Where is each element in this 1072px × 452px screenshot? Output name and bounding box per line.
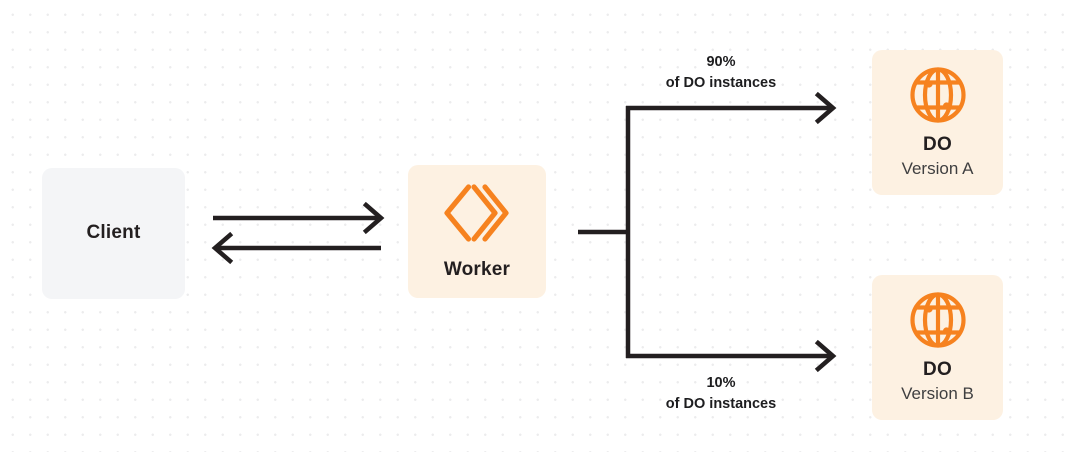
arrow-client-to-worker <box>213 201 385 235</box>
edge-label-do-b-percent: 10% <box>706 375 736 391</box>
branch-trunk <box>578 106 631 358</box>
cloudflare-workers-icon <box>443 182 511 244</box>
arrow-worker-to-client <box>211 231 381 265</box>
edge-label-do-a-percent: 90% <box>706 54 736 70</box>
arrow-worker-to-do-a <box>626 91 837 125</box>
edge-label-do-a-text: of DO instances <box>665 75 777 92</box>
node-client[interactable]: Client <box>42 168 185 299</box>
node-worker-label: Worker <box>443 259 511 281</box>
edge-label-do-b-text: of DO instances <box>665 396 777 413</box>
globe-icon <box>909 291 967 349</box>
node-do-version-b[interactable]: DO Version B <box>872 275 1003 420</box>
node-client-label: Client <box>86 222 141 244</box>
edge-label-do-b: 10% of DO instances <box>601 373 841 415</box>
globe-icon <box>909 66 967 124</box>
node-do-b-sublabel: Version B <box>901 383 974 403</box>
edge-label-do-a: 90% of DO instances <box>601 52 841 94</box>
node-do-a-sublabel: Version A <box>901 158 974 178</box>
node-do-version-a[interactable]: DO Version A <box>872 50 1003 195</box>
arrow-worker-to-do-b <box>626 339 837 373</box>
node-do-a-label: DO <box>923 133 952 155</box>
node-worker[interactable]: Worker <box>408 165 546 298</box>
node-do-b-label: DO <box>923 358 952 380</box>
